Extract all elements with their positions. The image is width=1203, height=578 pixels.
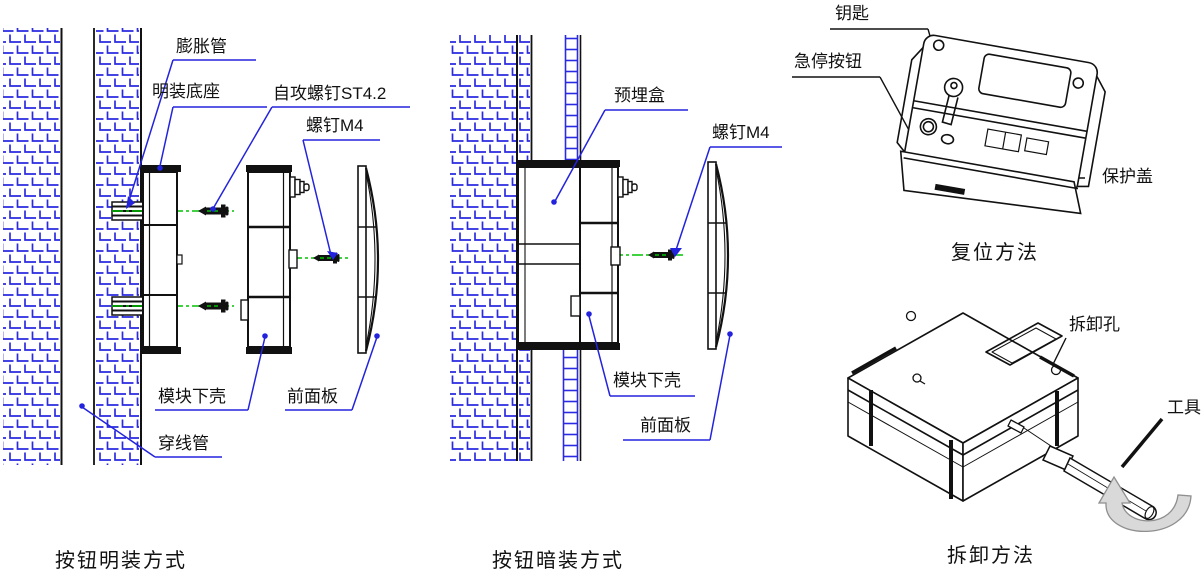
label-emergency-stop-button: 急停按钮 [794,52,862,71]
self-tapping-screw-drawing [198,204,229,313]
label-screw-m4-flush: 螺钉M4 [712,123,770,142]
flush-m4-screw-drawing [648,249,675,261]
label-conduit: 穿线管 [158,434,209,453]
label-self-tapping-screw: 自攻螺钉ST4.2 [273,84,387,103]
surface-base-drawing [140,165,183,354]
label-removal-hole: 拆卸孔 [1069,315,1120,334]
wall-section-surface [3,28,142,465]
label-surface-base: 明装底座 [152,82,220,101]
label-embedded-box: 预埋盒 [614,86,665,105]
label-expansion-tube: 膨胀管 [176,37,227,56]
reset-device-drawing [896,34,1106,215]
leader-dots [79,165,733,409]
caption-surface-mount: 按钮明装方式 [55,550,187,572]
wall-section-flush [450,35,582,461]
rotation-arrow [1097,475,1192,533]
label-key: 钥匙 [835,4,869,23]
leader-lines-blue [81,59,782,458]
tool-drawing [1041,445,1157,521]
label-front-panel-flush: 前面板 [640,416,691,435]
label-tool: 工具 [1167,398,1201,417]
label-module-shell-flush: 模块下壳 [613,371,681,390]
flush-front-panel-drawing [707,161,730,350]
label-protective-cover: 保护盖 [1102,167,1153,186]
module-shell-drawing [240,165,310,354]
label-module-shell-surface: 模块下壳 [158,387,226,406]
label-screw-m4-surface: 螺钉M4 [306,116,364,135]
m4-screw-drawing [313,252,340,264]
removal-device-drawing [847,310,1079,502]
caption-reset-method: 复位方法 [951,242,1039,264]
front-panel-drawing [357,165,380,354]
caption-flush-mount: 按钮暗装方式 [492,550,624,572]
label-front-panel-surface: 前面板 [287,387,338,406]
caption-removal-method: 拆卸方法 [947,545,1035,567]
